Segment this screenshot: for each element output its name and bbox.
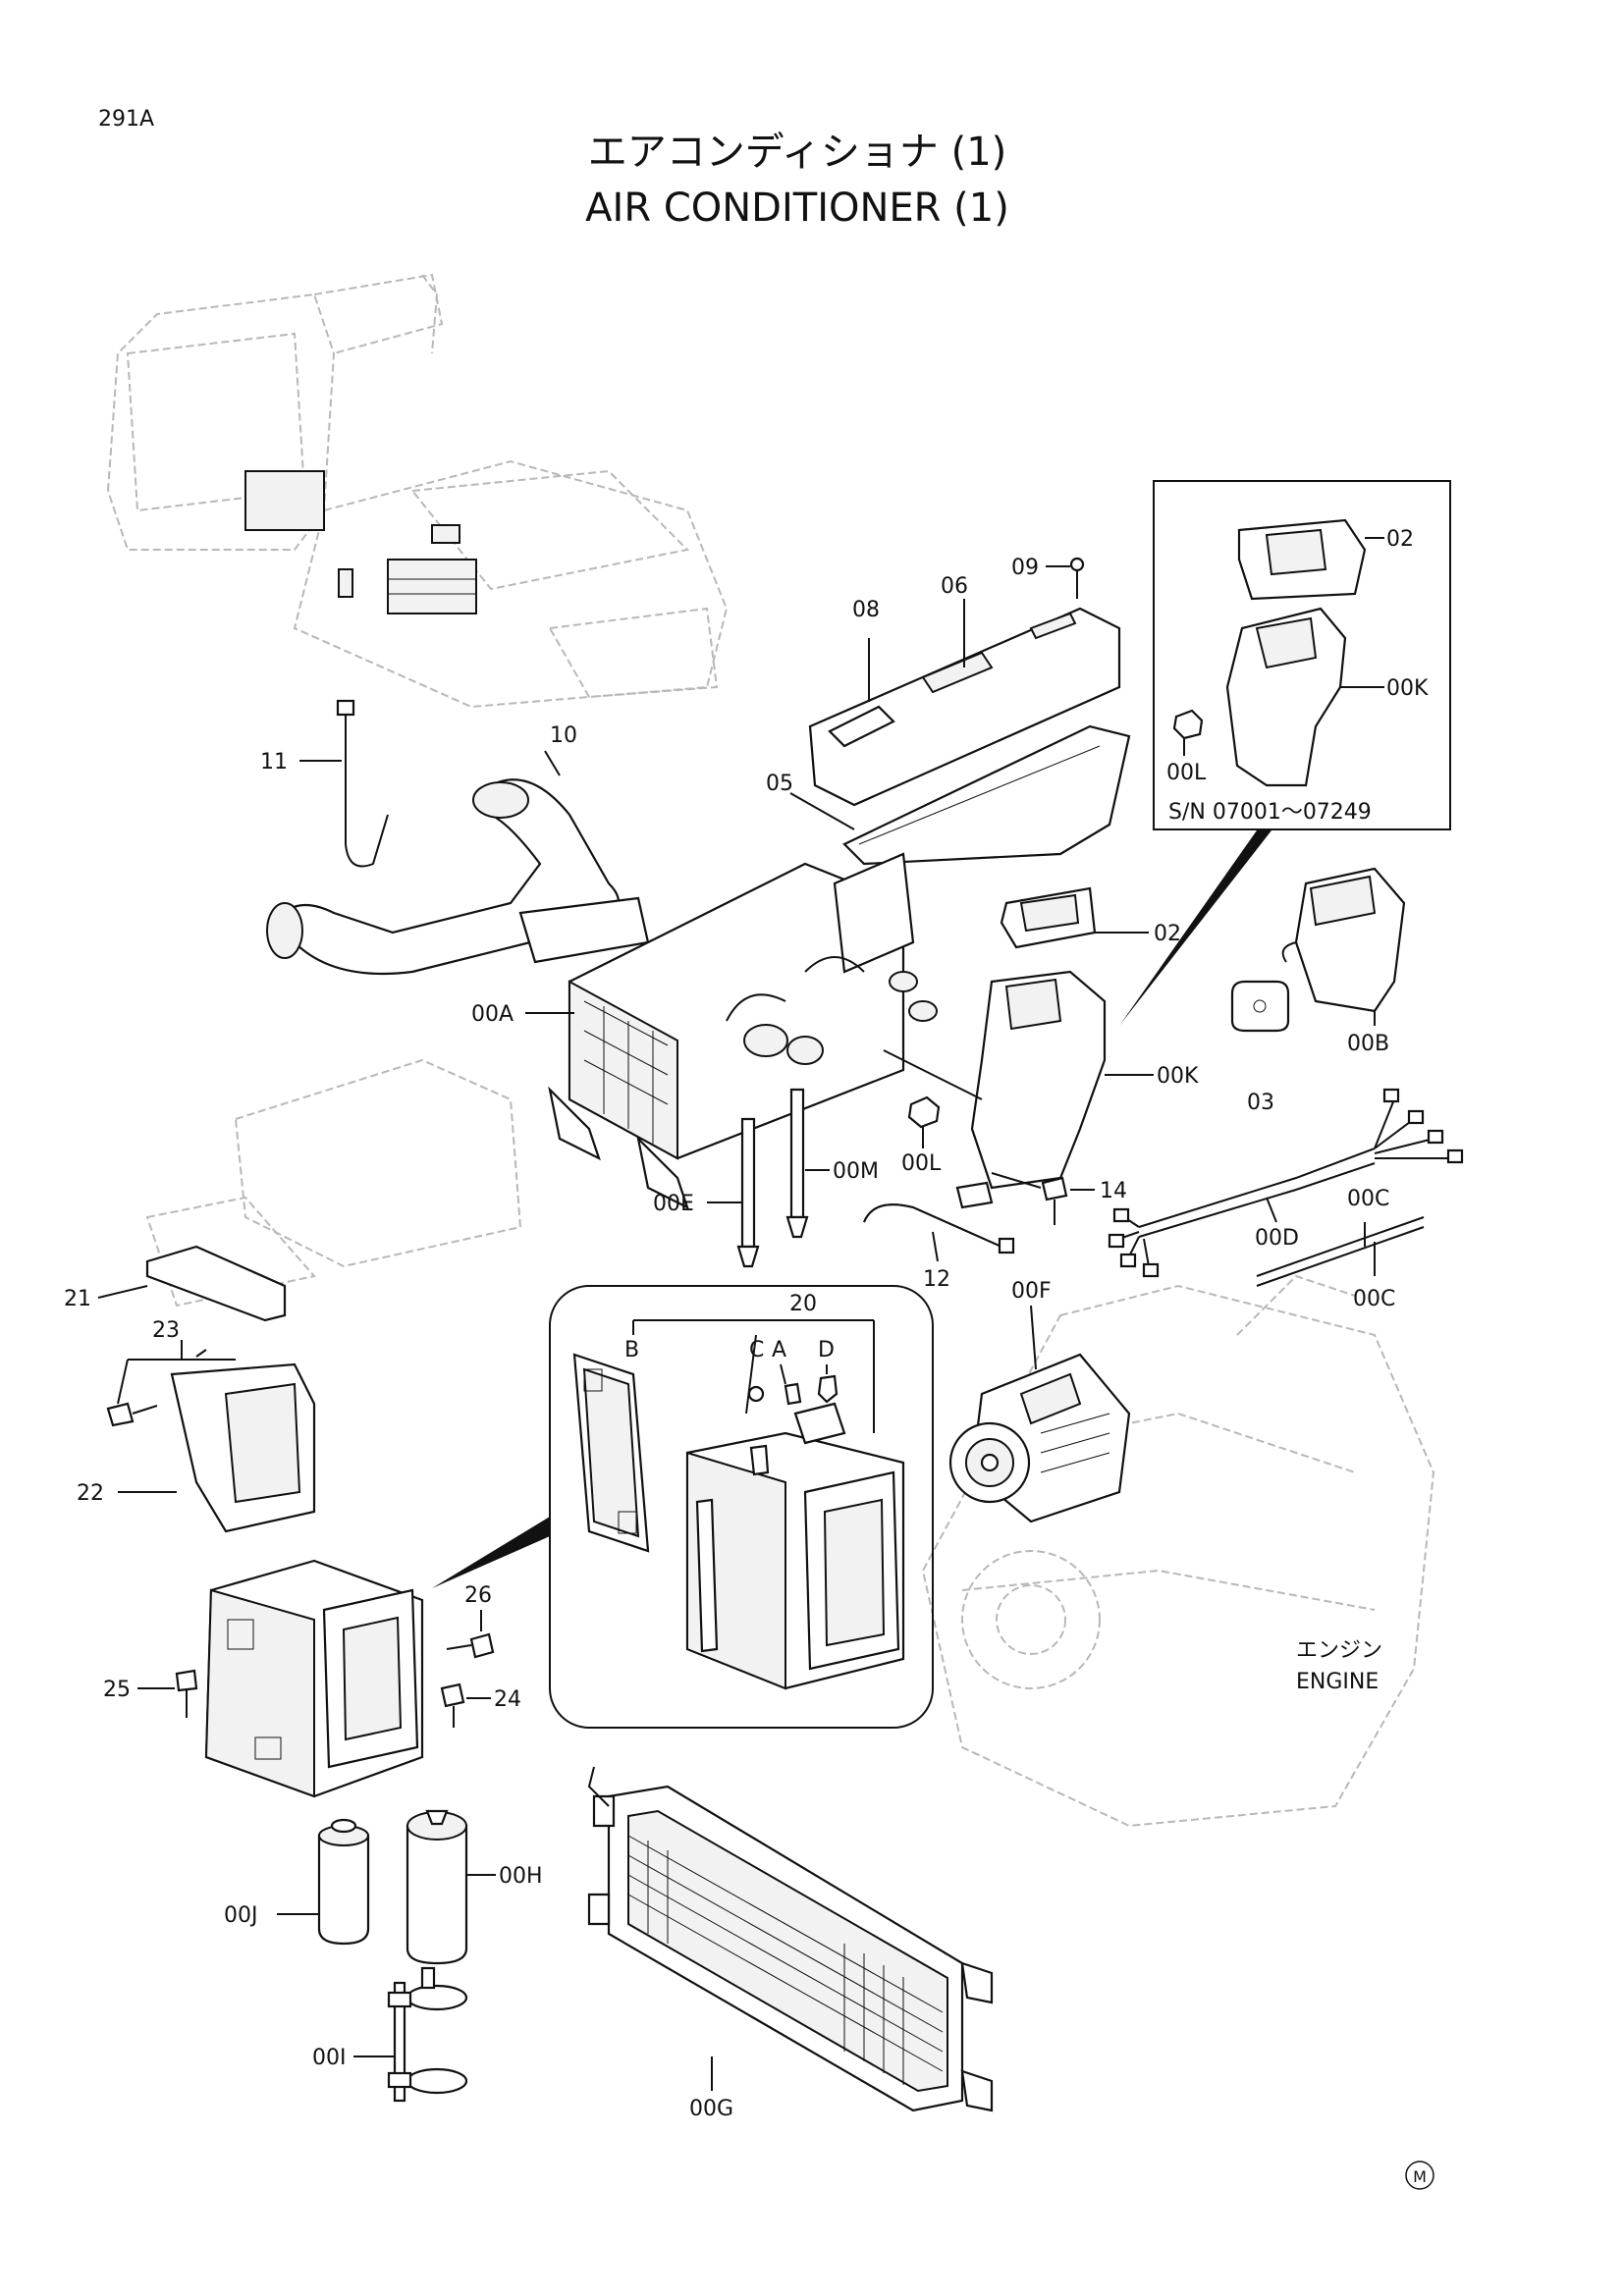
- label-00J: 00J: [224, 1903, 257, 1928]
- label-A: A: [772, 1338, 786, 1362]
- label-00K-inset: 00K: [1386, 676, 1429, 701]
- excavator-outline-illustration: [106, 273, 729, 709]
- bolt-26: [469, 1632, 495, 1659]
- pad-03: [1230, 980, 1290, 1033]
- label-00C-upper: 00C: [1347, 1187, 1389, 1211]
- inset-pointer-20: [432, 1517, 550, 1588]
- inset-box-20: [549, 1285, 934, 1729]
- label-08: 08: [852, 598, 880, 622]
- label-22: 22: [77, 1481, 104, 1506]
- label-12: 12: [923, 1267, 950, 1292]
- label-26: 26: [464, 1583, 492, 1608]
- wire-00C-1: [1256, 1216, 1425, 1277]
- label-03: 03: [1247, 1091, 1274, 1115]
- label-05: 05: [766, 772, 793, 796]
- label-00L-inset: 00L: [1166, 761, 1207, 785]
- bracket-00I: [387, 1966, 468, 2103]
- duct-05: [842, 724, 1131, 866]
- washer-C: [747, 1385, 765, 1403]
- label-02: 02: [1154, 922, 1181, 946]
- strap-12: [863, 1203, 1002, 1248]
- label-24: 24: [494, 1687, 521, 1712]
- label-09: 09: [1011, 556, 1039, 580]
- mount-outline-illustration: [145, 1058, 522, 1308]
- label-00A: 00A: [471, 1002, 514, 1027]
- nut-00L-inset: [1172, 709, 1204, 740]
- fastener-D: [817, 1374, 839, 1404]
- ac-unit-00A: [548, 852, 938, 1210]
- clip-A: [784, 1382, 802, 1406]
- label-06: 06: [941, 574, 968, 599]
- nut-00L: [907, 1095, 941, 1129]
- label-10: 10: [550, 723, 577, 748]
- label-C: C: [749, 1338, 764, 1362]
- label-00D: 00D: [1255, 1226, 1299, 1251]
- label-00F: 00F: [1011, 1279, 1052, 1304]
- engine-label-english: ENGINE: [1296, 1670, 1379, 1694]
- bracket-21: [145, 1245, 287, 1322]
- inset-pointer: [1119, 830, 1271, 1026]
- duct-06: [808, 607, 1121, 807]
- harness-00D: [1138, 1148, 1376, 1228]
- label-02-inset: 02: [1386, 527, 1414, 552]
- title-japanese: エアコンディショナ (1): [588, 130, 1007, 175]
- label-25: 25: [103, 1678, 131, 1702]
- condenser-00G: [587, 1766, 994, 2112]
- bolt-14: [1041, 1176, 1068, 1201]
- page-number: 291A: [98, 107, 154, 132]
- engine-outline-illustration: [921, 1274, 1435, 1828]
- tube-00E: [740, 1117, 756, 1249]
- label-00I: 00I: [312, 2046, 346, 2070]
- label-00G: 00G: [689, 2097, 733, 2121]
- label-14: 14: [1100, 1179, 1127, 1203]
- bolt-24: [440, 1682, 465, 1708]
- inset-serial-label: S/N 07001～07249: [1168, 800, 1372, 825]
- wire-00C-2: [1256, 1226, 1425, 1287]
- compressor-00F: [948, 1353, 1131, 1523]
- inset-box-serial: [1153, 480, 1451, 830]
- mark-letter: M: [1413, 2167, 1427, 2186]
- bolt-23: [106, 1402, 135, 1427]
- label-11: 11: [260, 750, 288, 774]
- label-00H: 00H: [499, 1864, 543, 1889]
- label-00M: 00M: [833, 1159, 879, 1184]
- duct-00K: [970, 970, 1107, 1190]
- title-english: AIR CONDITIONER (1): [585, 186, 1009, 231]
- receiver-00H: [406, 1824, 468, 1965]
- mark-circle: [1405, 2161, 1434, 2190]
- cover-08: [828, 705, 895, 748]
- tube-00M: [789, 1088, 805, 1219]
- label-23: 23: [152, 1318, 180, 1343]
- label-00E: 00E: [653, 1192, 694, 1216]
- label-00B: 00B: [1347, 1032, 1389, 1056]
- label-B: B: [624, 1338, 639, 1362]
- label-00K: 00K: [1157, 1064, 1199, 1089]
- label-00C-lower: 00C: [1353, 1287, 1395, 1311]
- label-21: 21: [64, 1287, 91, 1311]
- label-00L: 00L: [901, 1151, 942, 1176]
- bolt-25: [175, 1669, 198, 1692]
- engine-label-japanese: エンジン: [1296, 1638, 1382, 1663]
- dryer-00J: [317, 1834, 370, 1946]
- label-D: D: [818, 1338, 835, 1362]
- label-20: 20: [789, 1292, 817, 1316]
